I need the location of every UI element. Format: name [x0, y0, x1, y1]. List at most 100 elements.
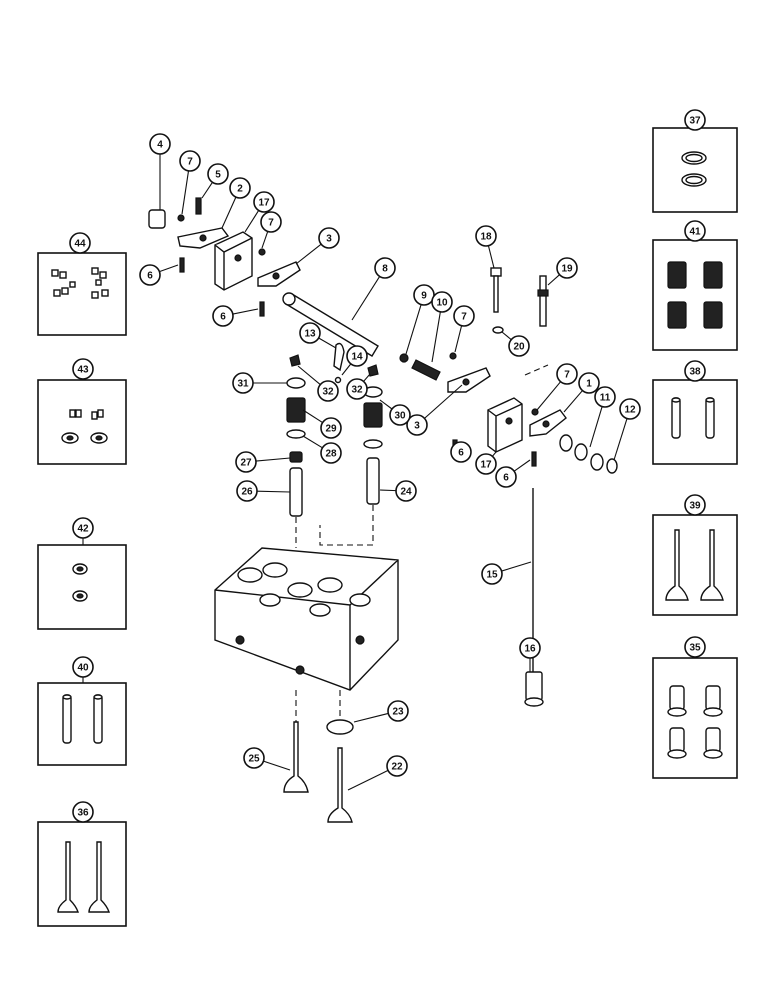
kit-panel-40 — [37, 682, 127, 766]
callout-number: 6 — [458, 448, 464, 459]
callout-number: 14 — [351, 352, 363, 363]
callout-28: 28 — [320, 442, 342, 464]
leader-line-7 — [261, 231, 269, 249]
leader-line-7 — [536, 381, 562, 411]
callout-23: 23 — [387, 700, 409, 722]
callout-19: 19 — [556, 257, 578, 279]
callout-circle — [389, 404, 411, 426]
callout-41: 41 — [684, 220, 706, 242]
callouts-layer: 1233456666777789101112131415161717181920… — [69, 109, 706, 823]
bolt-18 — [490, 267, 502, 313]
pin-6-b — [259, 301, 265, 317]
callout-24: 24 — [395, 480, 417, 502]
leader-line-25 — [263, 760, 291, 771]
callout-number: 37 — [689, 116, 701, 127]
callout-3: 3 — [318, 227, 340, 249]
callout-circle — [619, 398, 641, 420]
callout-number: 43 — [77, 365, 89, 376]
callout-6: 6 — [495, 466, 517, 488]
callout-1: 1 — [578, 372, 600, 394]
valve-25 — [283, 721, 309, 793]
callout-number: 3 — [326, 234, 332, 245]
callout-32: 32 — [317, 380, 339, 402]
rocker-arm-3-upper — [257, 261, 301, 287]
callout-number: 42 — [77, 524, 89, 535]
callout-6: 6 — [139, 264, 161, 286]
tappet-16 — [524, 671, 544, 707]
callout-circle — [453, 305, 475, 327]
leader-line-9 — [405, 304, 422, 355]
keeper-32-b — [367, 364, 379, 377]
callout-13: 13 — [299, 322, 321, 344]
callout-circle — [317, 380, 339, 402]
leader-line-15 — [501, 561, 532, 572]
callout-25: 25 — [243, 747, 265, 769]
callout-37: 37 — [684, 109, 706, 131]
leader-line-28 — [302, 435, 323, 449]
leader-lines — [82, 128, 696, 791]
callout-9: 9 — [413, 284, 435, 306]
callout-number: 26 — [241, 487, 253, 498]
callout-18: 18 — [475, 225, 497, 247]
callout-circle — [406, 414, 428, 436]
kit-43-parts-icon — [61, 409, 108, 444]
callout-circle — [594, 386, 616, 408]
callout-7: 7 — [453, 305, 475, 327]
leader-line-6 — [513, 459, 531, 472]
callout-circle — [519, 637, 541, 659]
kit-38-parts-icon — [671, 397, 715, 439]
callout-number: 40 — [77, 663, 89, 674]
nut-7-a — [177, 214, 185, 222]
callout-7: 7 — [556, 363, 578, 385]
callout-15: 15 — [481, 563, 503, 585]
washers-11 — [559, 434, 604, 471]
callout-number: 28 — [325, 449, 337, 460]
rocker-bracket-lower — [487, 397, 523, 453]
stud-19 — [537, 275, 549, 327]
callout-5: 5 — [207, 163, 229, 185]
callout-circle — [253, 191, 275, 213]
leader-line-7 — [181, 170, 190, 215]
callout-circle — [320, 417, 342, 439]
adjusting-screw-5 — [195, 197, 202, 215]
callout-16: 16 — [519, 637, 541, 659]
callout-circle — [207, 163, 229, 185]
seat-28-a — [286, 429, 306, 439]
nut-7-c — [449, 352, 457, 360]
callout-43: 43 — [72, 358, 94, 380]
callout-number: 1 — [586, 379, 592, 390]
callout-number: 5 — [215, 170, 221, 181]
tube-13 — [333, 342, 345, 372]
callout-7: 7 — [179, 150, 201, 172]
seal-27 — [289, 451, 303, 463]
callout-number: 7 — [461, 312, 467, 323]
callout-number: 9 — [421, 291, 427, 302]
leader-line-10 — [431, 311, 441, 363]
callout-number: 18 — [480, 232, 492, 243]
callout-20: 20 — [508, 335, 530, 357]
leader-line-24 — [379, 489, 397, 492]
leader-line-12 — [613, 418, 628, 461]
pin-6-a — [179, 257, 185, 273]
kit-41-parts-icon — [667, 261, 723, 329]
guide-24 — [366, 457, 380, 505]
callout-circle — [556, 363, 578, 385]
callout-circle — [139, 264, 161, 286]
callout-number: 2 — [237, 184, 243, 195]
callout-number: 27 — [240, 458, 252, 469]
callout-circle — [684, 494, 706, 516]
kit-35-parts-icon — [667, 685, 723, 759]
callout-number: 35 — [689, 643, 701, 654]
callout-circle — [481, 563, 503, 585]
callout-29: 29 — [320, 417, 342, 439]
spring-10 — [411, 359, 441, 381]
callout-circle — [475, 453, 497, 475]
sleeve-4 — [148, 209, 166, 229]
kit-panel-44 — [37, 252, 127, 336]
leader-line-30 — [379, 399, 393, 410]
callout-44: 44 — [69, 232, 91, 254]
callout-circle — [72, 517, 94, 539]
leader-line-1 — [563, 390, 583, 413]
spacer-9 — [399, 353, 409, 363]
